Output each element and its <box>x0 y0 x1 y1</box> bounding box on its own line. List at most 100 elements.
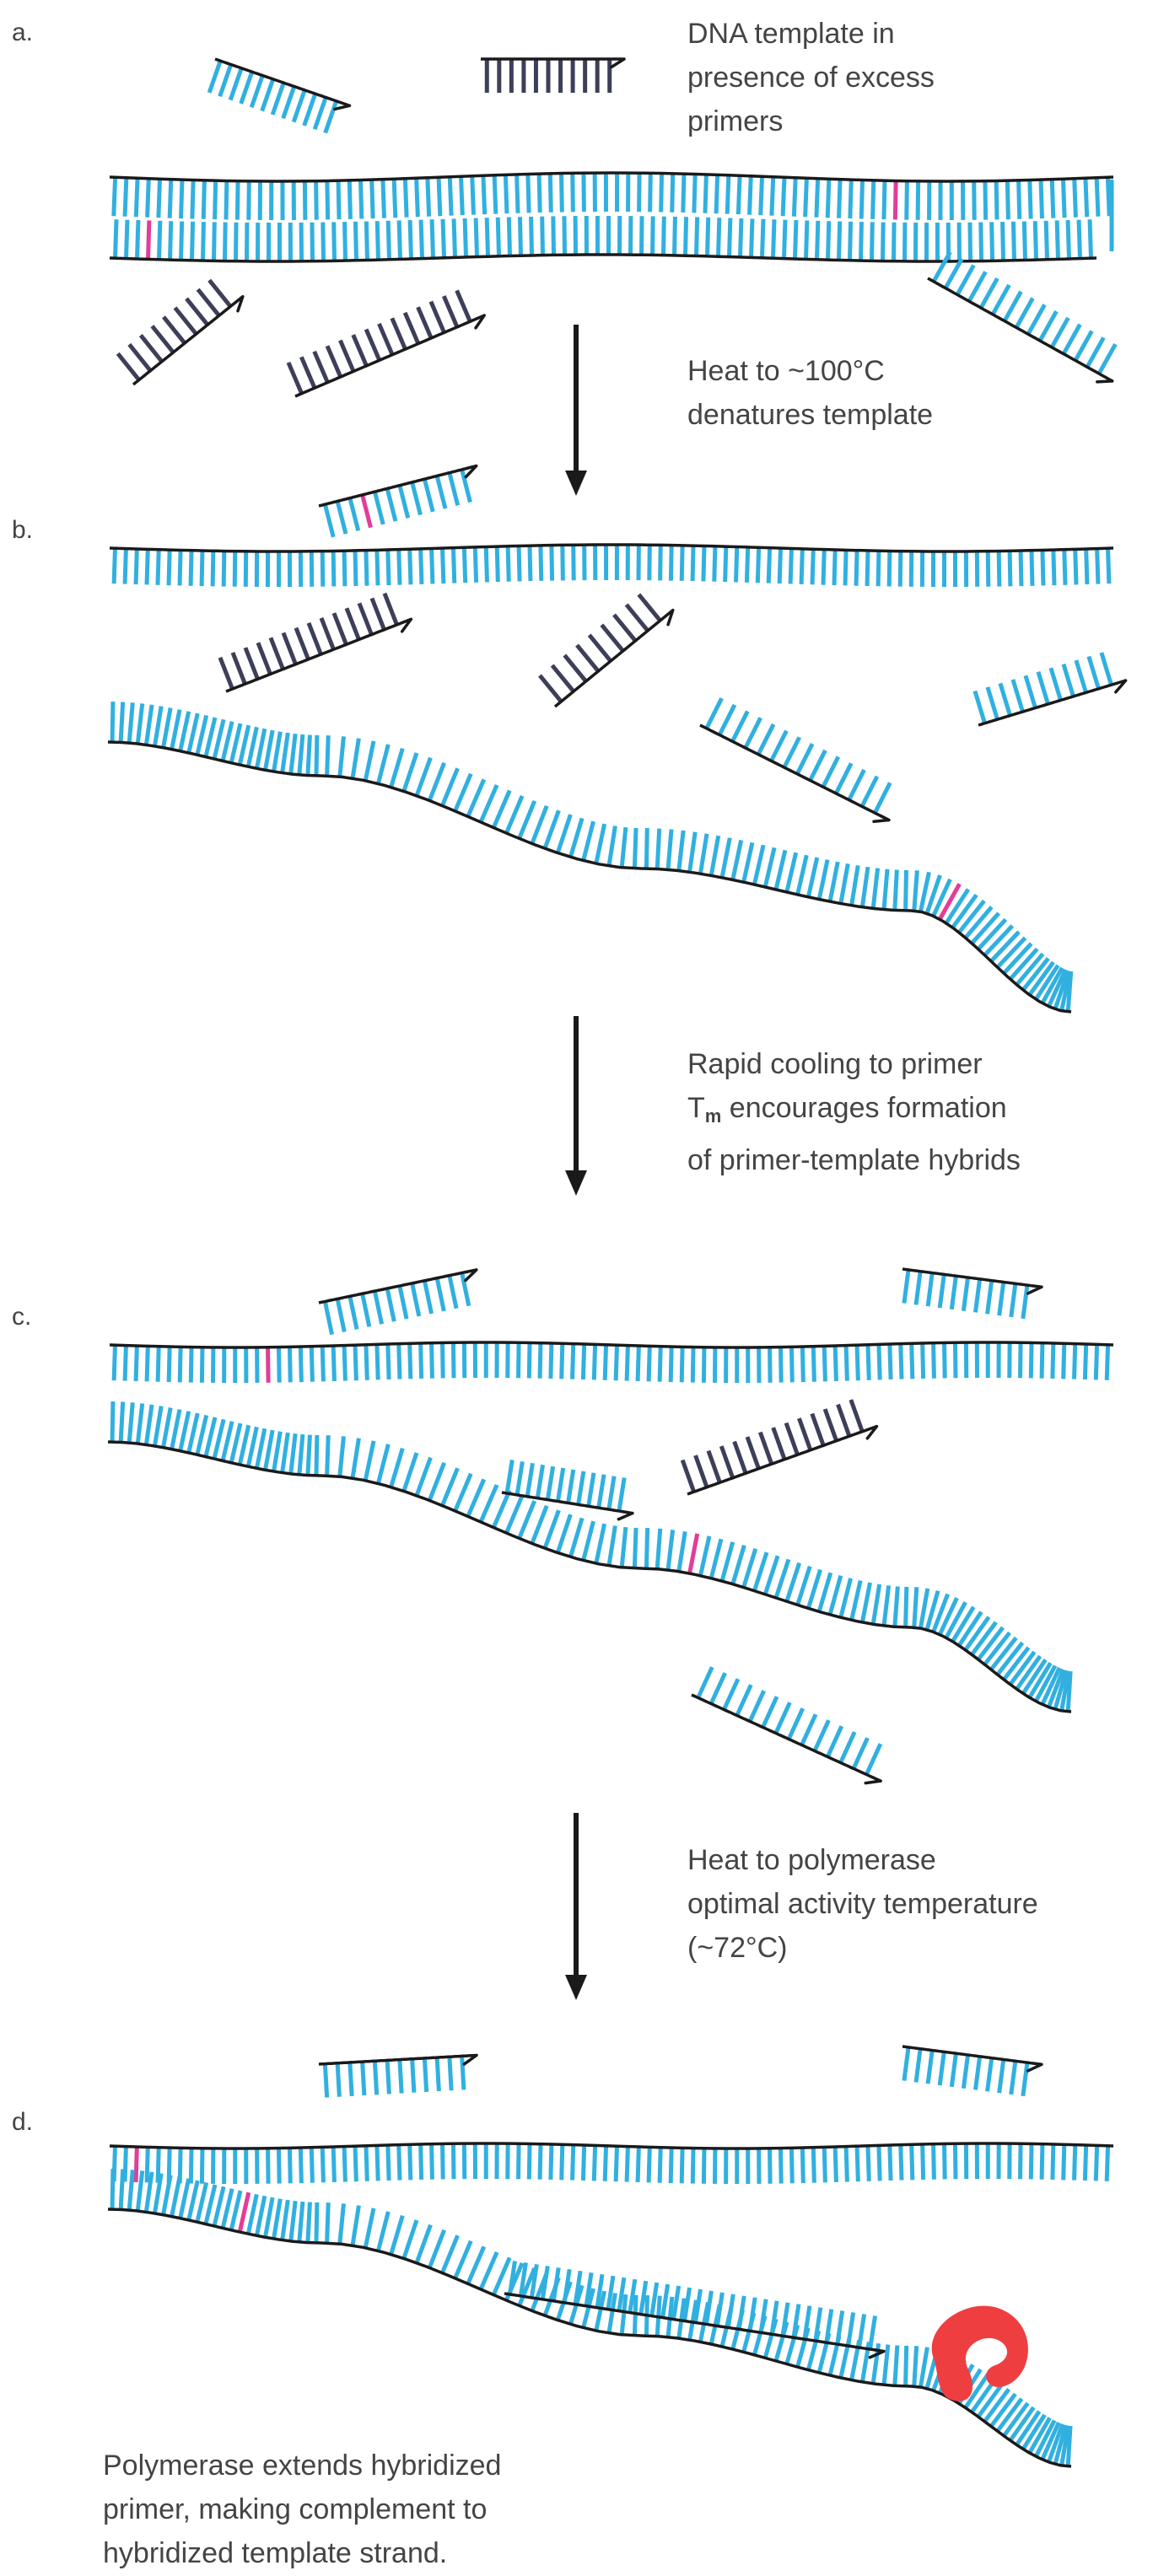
base-rung <box>1099 652 1113 686</box>
base-rung <box>331 2146 337 2183</box>
base-rung <box>391 179 398 218</box>
base-rung <box>122 548 128 584</box>
base-rung <box>280 1432 290 1473</box>
base-rung <box>676 830 686 871</box>
intro-caption-line: primers <box>687 105 784 137</box>
base-rung <box>385 2060 391 2095</box>
base-rung <box>372 491 385 525</box>
base-rung <box>548 2143 554 2180</box>
base-rung <box>410 1283 422 1317</box>
base-rung <box>516 2143 521 2180</box>
base-rung <box>918 2347 929 2388</box>
base-rung <box>712 546 718 582</box>
base-rung <box>144 549 150 585</box>
base-rung <box>723 546 729 583</box>
base-rung <box>133 2146 139 2183</box>
base-rung <box>342 1345 348 1381</box>
base-rung <box>865 1743 883 1776</box>
base-rung <box>305 2202 312 2243</box>
base-rung <box>865 1344 871 1380</box>
base-rung <box>364 1344 369 1380</box>
base-rung <box>529 2264 539 2299</box>
base-rung <box>824 2309 834 2343</box>
strand-backbone <box>109 253 1097 263</box>
base-rung <box>305 734 312 776</box>
base-rung <box>1009 2060 1018 2095</box>
base-rung <box>291 89 307 123</box>
base-rung <box>1054 220 1060 260</box>
base-rung <box>736 2295 746 2330</box>
base-rung <box>976 1626 1005 1661</box>
base-rung <box>687 1533 700 1574</box>
base-rung <box>1021 221 1027 261</box>
base-rung <box>581 1520 595 1562</box>
strand-arrowhead <box>864 1776 882 1785</box>
base-rung <box>288 1433 298 1475</box>
base-rung <box>859 775 880 808</box>
process-arrow-head <box>565 471 587 496</box>
base-rung <box>632 2294 638 2336</box>
base-rung <box>377 322 395 356</box>
base-rung <box>1043 220 1049 260</box>
base-rung <box>566 1469 576 1503</box>
base-rung <box>694 217 700 256</box>
base-rung <box>961 1277 970 1311</box>
base-rung <box>1037 309 1059 342</box>
base-rung <box>773 849 788 890</box>
base-rung <box>769 2300 779 2335</box>
base-rung <box>1002 2401 1030 2438</box>
base-rung <box>701 546 707 582</box>
base-rung <box>771 1427 787 1460</box>
base-rung <box>848 180 854 219</box>
base-rung <box>414 178 420 218</box>
base-rung <box>220 2188 234 2229</box>
base-rung <box>1082 2144 1089 2181</box>
strand-arrowhead <box>464 464 478 479</box>
base-rung <box>826 221 832 261</box>
base-rung <box>353 2146 358 2182</box>
base-rung <box>407 2144 413 2181</box>
base-rung <box>389 1447 405 1488</box>
strand-backbone <box>225 621 404 693</box>
base-rung <box>331 551 337 587</box>
base-rung <box>847 768 866 801</box>
base-rung <box>179 221 185 261</box>
strand-backbone <box>107 2208 1072 2468</box>
base-rung <box>698 1535 712 1577</box>
base-rung <box>363 2208 376 2249</box>
base-rung <box>309 1346 315 1382</box>
base-rung <box>1016 180 1022 219</box>
base-rung <box>276 1347 282 1383</box>
primer <box>318 2053 478 2098</box>
base-rung <box>230 652 247 686</box>
strand-arrowhead <box>462 2053 478 2066</box>
base-rung <box>450 1342 456 1379</box>
base-rung <box>747 175 753 215</box>
base-rung <box>481 175 488 215</box>
base-rung <box>628 2278 638 2314</box>
base-rung <box>942 2143 947 2180</box>
base-rung <box>441 295 460 328</box>
base-rung <box>568 1517 585 1558</box>
base-rung <box>212 222 217 261</box>
denature-caption: Heat to ~100°C denatures template <box>687 349 933 437</box>
base-rung <box>207 278 233 309</box>
base-rung <box>254 1428 267 1469</box>
base-rung <box>741 842 755 883</box>
base-rung <box>998 682 1012 717</box>
base-rung <box>363 1440 376 1482</box>
base-rung <box>374 1344 380 1380</box>
base-rung <box>870 1584 882 1625</box>
base-rung <box>276 2148 282 2184</box>
base-rung <box>581 820 595 862</box>
base-rung <box>1082 1343 1089 1380</box>
base-rung <box>983 1631 1011 1666</box>
base-rung <box>1027 2417 1052 2455</box>
base-rung <box>243 647 260 680</box>
primer-gray <box>538 593 675 708</box>
base-rung <box>584 2272 594 2307</box>
base-rung <box>881 2344 891 2385</box>
base-rung <box>570 2144 576 2181</box>
base-rung <box>821 756 841 788</box>
base-rung <box>491 789 512 829</box>
